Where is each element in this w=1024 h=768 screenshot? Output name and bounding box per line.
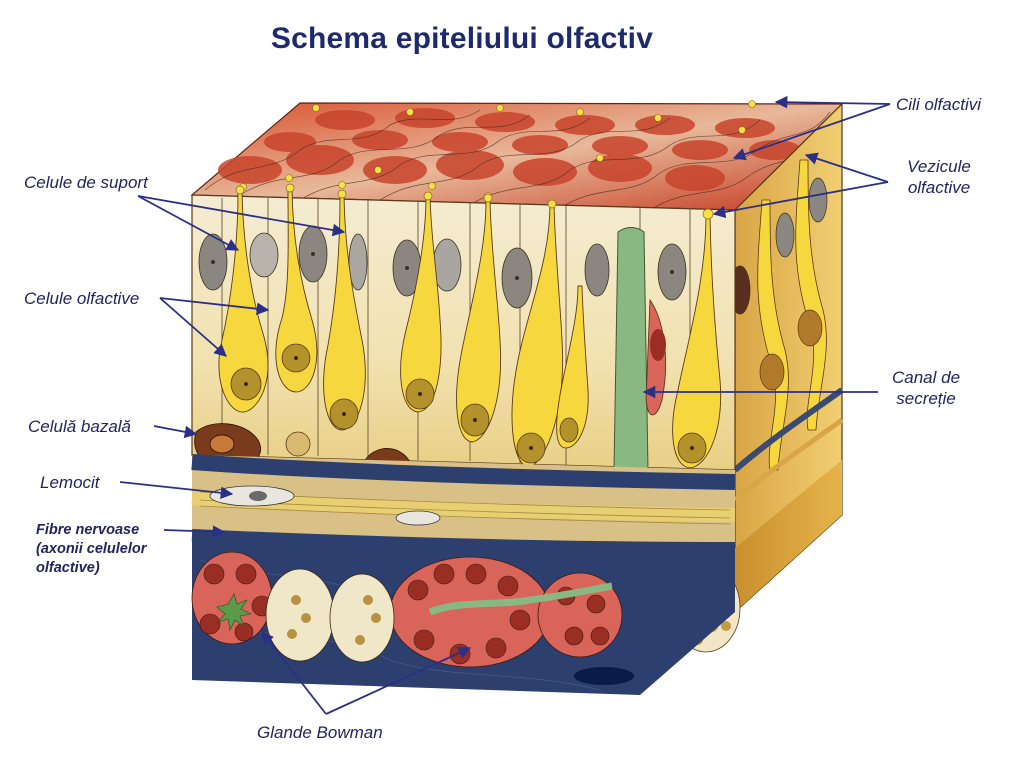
label-pointers xyxy=(119,95,891,715)
label-vezicule-line2: olfactive xyxy=(907,178,971,197)
label-celula-bazala: Celulă bazală xyxy=(28,417,132,436)
label-fibre-nervoase: Fibre nervoase (axonii celulelor olfacti… xyxy=(36,521,146,578)
side-face xyxy=(671,102,844,653)
label-celule-olfactive: Celule olfactive xyxy=(24,289,140,308)
label-glande-bowman: Glande Bowman xyxy=(257,723,383,742)
label-canal-line1: Canal de xyxy=(891,368,961,387)
label-fibre-line3: olfactive) xyxy=(36,560,100,576)
bowman-glands-layer xyxy=(191,540,735,695)
nerve-fiber-layer xyxy=(191,454,736,554)
label-vezicule-line1: Vezicule xyxy=(907,157,971,176)
olfactory-cells xyxy=(218,189,722,469)
page-title: Schema epiteliului olfactiv xyxy=(270,22,654,55)
label-fibre-line1: Fibre nervoase xyxy=(36,522,140,538)
olfactory-vesicles xyxy=(235,183,714,220)
label-vezicule-olfactive: Vezicule olfactive xyxy=(893,156,985,198)
label-celule-de-suport: Celule de suport xyxy=(24,173,148,192)
label-canal-line2: secreție xyxy=(896,389,956,408)
label-cili-olfactivi: Cili olfactivi xyxy=(896,95,982,114)
label-canal-de-secretie: Canal de secreție xyxy=(878,367,974,409)
label-lemocit: Lemocit xyxy=(40,473,100,492)
label-fibre-line2: (axonii celulelor xyxy=(36,541,147,557)
